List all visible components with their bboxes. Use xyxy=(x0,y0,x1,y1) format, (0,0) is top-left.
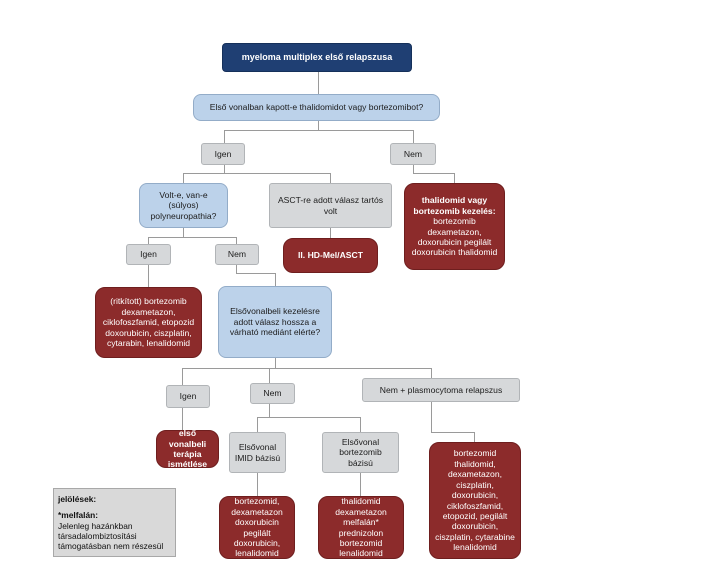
answer-igen-1: Igen xyxy=(201,143,245,165)
connector xyxy=(330,228,331,238)
connector xyxy=(275,358,276,368)
therapy-repeat-first-line: első vonalbeli terápia ismétlése xyxy=(156,428,219,470)
legend-text: Jelenleg hazánkban társadalombiztosítási… xyxy=(58,520,164,552)
answer-label: Nem xyxy=(227,249,247,260)
answer-label: Nem xyxy=(403,148,423,159)
therapy-body: bortezomid, dexametazon doxorubicin pegi… xyxy=(231,496,283,559)
answer-nem-1: Nem xyxy=(390,143,436,165)
answer-label: Nem + plasmocytoma relapszus xyxy=(379,384,503,395)
answer-label: Igen xyxy=(140,249,157,260)
answer-imid-based: Elsővonal IMID bázisú xyxy=(229,432,286,473)
connector xyxy=(224,165,225,173)
therapy-label: II. HD-Mel/ASCT xyxy=(298,250,363,261)
connector xyxy=(224,130,225,143)
start-label: myeloma multiplex első relapszusa xyxy=(241,52,393,63)
connector xyxy=(269,368,270,383)
connector xyxy=(413,173,455,174)
connector xyxy=(431,368,432,378)
answer-label: Igen xyxy=(214,148,232,159)
connector xyxy=(330,173,331,183)
connector xyxy=(413,130,414,143)
answer-igen-2: Igen xyxy=(126,244,171,265)
therapy-body: thalidomid dexametazon melfalán* predniz… xyxy=(335,496,387,559)
question-label: Első vonalban kapott-e thalidomidot vagy… xyxy=(209,102,424,113)
connector xyxy=(236,237,237,244)
connector xyxy=(148,237,149,244)
therapy-after-imid: bortezomid, dexametazon doxorubicin pegi… xyxy=(219,496,295,559)
connector xyxy=(318,121,319,130)
question-asct-response: ASCT-re adott válasz tartós volt xyxy=(269,183,392,228)
connector xyxy=(182,368,183,385)
connector xyxy=(431,402,432,432)
answer-label: Nem xyxy=(263,388,282,399)
therapy-label: első vonalbeli terápia ismétlése xyxy=(167,428,208,470)
therapy-body: bortezomid thalidomid, dexametazon, cisz… xyxy=(435,448,515,553)
legend-box: jelölések: *melfalán: Jelenleg hazánkban… xyxy=(53,488,176,557)
therapy-after-bortezomib: thalidomid dexametazon melfalán* predniz… xyxy=(318,496,404,559)
question-response-duration: Elsővonalbeli kezelésre adott válasz hos… xyxy=(218,286,332,358)
connector xyxy=(275,273,276,286)
connector xyxy=(182,408,183,430)
question-label: Elsővonalbeli kezelésre adott válasz hos… xyxy=(229,306,321,338)
connector xyxy=(182,368,432,369)
answer-label: Igen xyxy=(179,391,197,402)
connector xyxy=(474,432,475,442)
question-label: Volt-e, van-e (súlyos) polyneuropathia? xyxy=(150,189,217,221)
connector xyxy=(236,265,237,273)
connector xyxy=(257,417,361,418)
question-label: ASCT-re adott válasz tartós volt xyxy=(277,195,384,216)
connector xyxy=(413,165,414,173)
connector xyxy=(318,72,319,94)
connector xyxy=(183,173,331,174)
connector xyxy=(269,404,270,417)
question-first-line-therapy: Első vonalban kapott-e thalidomidot vagy… xyxy=(193,94,440,121)
connector xyxy=(148,265,149,287)
answer-nem-2: Nem xyxy=(215,244,259,265)
start-node: myeloma multiplex első relapszusa xyxy=(222,43,412,72)
connector xyxy=(257,473,258,496)
answer-plasmocytoma-relapse: Nem + plasmocytoma relapszus xyxy=(362,378,520,402)
therapy-ritkitott-bortezomib: (ritkított) bortezomib dexametazon, cikl… xyxy=(95,287,202,358)
legend-title: jelölések: xyxy=(58,494,97,504)
answer-bortezomib-based: Elsővonal bortezomib bázisú xyxy=(322,432,399,473)
connector xyxy=(360,473,361,496)
answer-label: Elsővonal IMID bázisú xyxy=(234,442,281,463)
legend-term: *melfalán: xyxy=(58,510,99,521)
connector xyxy=(236,273,276,274)
therapy-plasmocytoma: bortezomid thalidomid, dexametazon, cisz… xyxy=(429,442,521,559)
connector xyxy=(431,432,475,433)
connector xyxy=(360,417,361,432)
connector xyxy=(183,173,184,183)
connector xyxy=(454,173,455,183)
connector xyxy=(257,417,258,432)
therapy-body: (ritkított) bortezomib dexametazon, cikl… xyxy=(102,296,195,349)
answer-label: Elsővonal bortezomib bázisú xyxy=(339,436,382,468)
therapy-hd-mel-asct: II. HD-Mel/ASCT xyxy=(283,238,378,273)
connector xyxy=(148,237,237,238)
therapy-title: thalidomid vagy bortezomib kezelés: xyxy=(413,195,496,216)
therapy-thalidomid-bortezomib: thalidomid vagy bortezomib kezelés: bort… xyxy=(404,183,505,270)
answer-nem-3: Nem xyxy=(250,383,295,404)
answer-igen-3: Igen xyxy=(166,385,210,408)
question-polyneuropathia: Volt-e, van-e (súlyos) polyneuropathia? xyxy=(139,183,228,228)
therapy-body: bortezomib dexametazon, doxorubicin pegi… xyxy=(411,216,498,258)
connector xyxy=(183,228,184,237)
connector xyxy=(224,130,414,131)
